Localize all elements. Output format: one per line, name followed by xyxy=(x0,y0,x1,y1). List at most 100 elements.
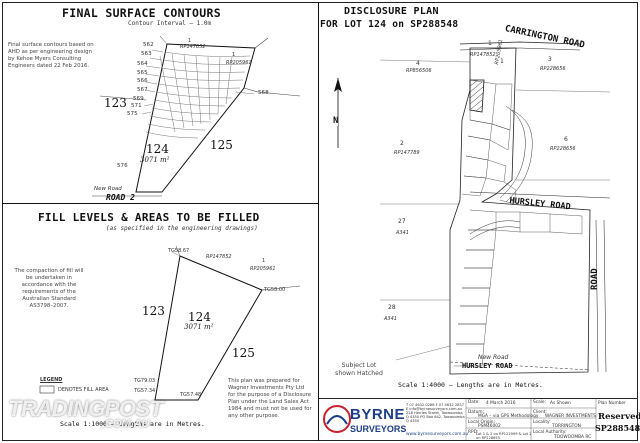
boundary-left-up xyxy=(159,35,168,45)
company-name: BYRNE xyxy=(350,406,406,423)
disclosure-road-bottom-name: HURSLEY ROAD xyxy=(462,362,513,370)
fill-one: 1 xyxy=(262,258,266,264)
fill-rp1: RP147852 xyxy=(206,254,232,260)
disclosure-title-2: FOR LOT 124 on SP288548 xyxy=(320,19,459,30)
contour-label: 567 xyxy=(137,87,148,93)
horizontal-divider xyxy=(2,203,318,204)
company-sub: SURVEYORS xyxy=(350,424,407,434)
fill-lot-right: 125 xyxy=(232,346,255,360)
fill-lot-left: 123 xyxy=(142,304,165,318)
disclosure-lot-num: 27 xyxy=(398,218,406,225)
contours-lot-main: 124 xyxy=(146,142,169,156)
title-block-frame xyxy=(318,398,638,441)
company-web: www.byrnesurveyors.com.au xyxy=(406,432,469,437)
fill-level-right: TG58.00 xyxy=(264,287,286,293)
contour-label: 575 xyxy=(127,111,138,117)
disclosure-scale: Scale 1:4000 – Lengths are in Metres. xyxy=(398,381,543,389)
subject-lot-leader xyxy=(395,345,451,361)
contours-rp2: RP205961 xyxy=(226,60,252,66)
plan-number-label: Plan Number xyxy=(598,401,626,406)
contours-road-label: New Road xyxy=(94,186,122,192)
disclosure-lot-rp: RP228656 xyxy=(550,146,576,152)
disclosure-lot-rp: A341 xyxy=(384,316,397,322)
datum-label: Datum: xyxy=(468,410,484,415)
contours-note: Final surface contours based on AHD as p… xyxy=(8,42,94,70)
fill-lot-main: 124 xyxy=(188,310,211,324)
local-authority-label: Local Authority: xyxy=(533,430,567,435)
contour-leaders xyxy=(141,49,255,115)
disclosure-lot-num: 28 xyxy=(388,304,396,311)
client-label: Client: xyxy=(533,410,547,415)
disclosure-road-bottom: New Road xyxy=(478,354,509,361)
legend-item: DENOTES FILL AREA xyxy=(58,387,109,393)
subject-lot-hatch xyxy=(469,79,485,113)
fill-rp2: RP205961 xyxy=(250,266,276,272)
contour-label: 565 xyxy=(137,70,148,76)
contour-label: 571 xyxy=(131,103,142,109)
disclosure-lot-rp: RP147789 xyxy=(394,150,420,156)
legend-swatch xyxy=(39,385,55,394)
disclosure-lot-rp: A341 xyxy=(396,230,409,236)
fill-level-leader xyxy=(171,251,181,257)
reserved-label: Reserved xyxy=(598,412,640,422)
contour-label: 562 xyxy=(143,42,154,48)
rpd-label: RPD: xyxy=(468,430,479,435)
contour-label: 569 xyxy=(133,96,144,102)
disclosure-road-right: ROAD xyxy=(590,268,600,290)
vertical-divider xyxy=(318,2,319,441)
right-road-edge-2 xyxy=(603,219,607,373)
contour-label: 563 xyxy=(141,51,152,57)
date-label: Date: xyxy=(468,400,480,405)
watermark-domain: .COM.AU xyxy=(102,418,150,430)
company-contact: T 07 4632 0288 F 07 4632 2837 E info@byr… xyxy=(406,403,465,423)
watermark-brand: TRADINGPOST xyxy=(8,396,163,421)
hursley-road-edge xyxy=(469,191,611,199)
contours-title: FINAL SURFACE CONTOURS xyxy=(62,6,221,20)
date-value: 4 March 2016 xyxy=(486,401,516,406)
carrington-road-edge xyxy=(459,41,581,45)
fill-lot-area: 3071 m² xyxy=(184,323,214,331)
fill-level-bl2: TG57.34 xyxy=(134,388,156,394)
fill-prepared-note: This plan was prepared for Wagner Invest… xyxy=(228,378,312,420)
fill-subtitle: (as specified in the engineering drawing… xyxy=(106,225,258,232)
fill-note: The compaction of fill will be undertake… xyxy=(14,268,84,310)
disclosure-lot-num: 4 xyxy=(416,60,420,67)
contours-lot-area: 3071 m² xyxy=(140,156,170,164)
watermark: TRADINGPOST .COM.AU xyxy=(8,396,168,436)
scale-value: As Shown xyxy=(550,401,571,406)
disclosure-lot-num: 6 xyxy=(564,136,568,143)
contours-lot-left: 123 xyxy=(104,96,127,110)
contours-rp1: RP147852 xyxy=(180,44,206,50)
contour-label: 568 xyxy=(258,90,269,96)
disclosure-title-1: DISCLOSURE PLAN xyxy=(344,6,439,17)
internal-roads xyxy=(469,105,533,241)
contours-lot-right: 125 xyxy=(210,138,233,152)
site-boundary xyxy=(449,47,591,375)
fill-lot-124-outline xyxy=(154,255,263,401)
contour-label: 576 xyxy=(117,163,128,169)
right-road-edge xyxy=(595,219,599,373)
north-arrow-icon xyxy=(334,78,342,148)
subject-lot-caption: Subject Lot shown Hatched xyxy=(335,362,383,378)
fill-boundary-right xyxy=(261,285,301,291)
contours-subtitle: Contour Interval – 1.0m xyxy=(128,20,212,27)
locality-label: Locality: xyxy=(533,420,551,425)
plan-number: SP288548 xyxy=(595,423,640,433)
rpd-value: Lot 1 & 2 on RP122999 & Lot 2 on RP22865… xyxy=(476,432,532,440)
fill-scale: Scale 1:1000 – Lengths are in Metres. xyxy=(60,420,205,428)
byrne-logo-icon xyxy=(323,405,351,433)
neighbour-boundaries xyxy=(379,59,611,301)
lot-124-outline xyxy=(135,43,256,193)
boundary-right-2 xyxy=(243,87,301,97)
disclosure-lot-num: 2 xyxy=(400,140,404,147)
contours-one-b: 1 xyxy=(232,52,236,58)
carrington-road-edge-2 xyxy=(459,47,581,51)
disclosure-lot-num: 1 xyxy=(500,58,504,65)
disclosure-lot-rp: RP856506 xyxy=(406,68,432,74)
locality-value: TORRINGTON xyxy=(552,424,581,429)
fill-boundary-top xyxy=(175,245,181,257)
north-label: N xyxy=(333,116,339,126)
contours-road-name: ROAD 2 xyxy=(106,193,135,202)
fill-drawing xyxy=(39,245,301,401)
